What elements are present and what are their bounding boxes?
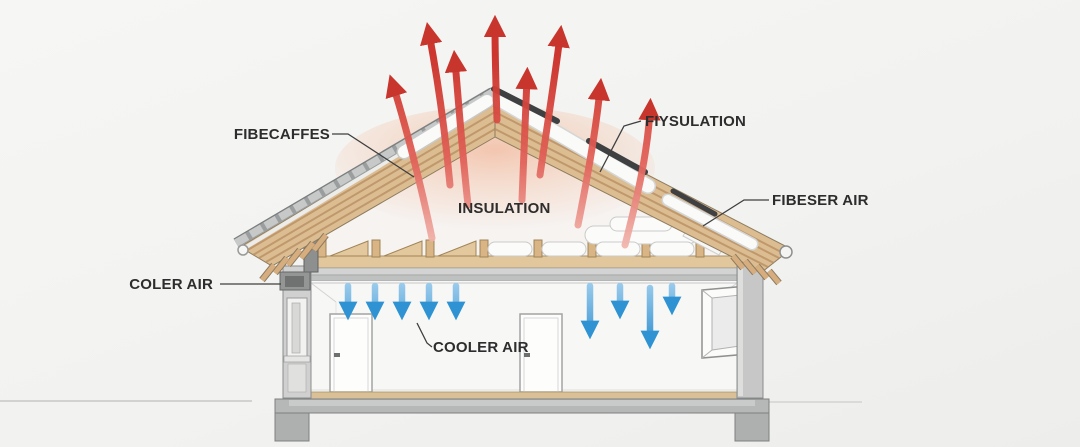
attic-floor-assembly: [282, 216, 764, 282]
hot-air-arrow: [621, 97, 661, 249]
floor-and-foundation: [274, 391, 770, 442]
hot-air-arrow: [515, 66, 538, 204]
gutter-left: [237, 244, 249, 256]
leader-fiysulation: [599, 120, 642, 173]
hot-air-arrow: [483, 14, 507, 124]
label-attic-insulation: INSULATION: [458, 200, 551, 217]
hot-air-arrows: [385, 14, 661, 249]
right-wall: [736, 251, 764, 399]
label-wall-vent: COLER AIR: [129, 276, 213, 293]
footing-left: [274, 412, 310, 442]
hot-air-arrow: [420, 21, 454, 189]
cool-air-arrows: [338, 282, 682, 350]
gutter-right: [779, 245, 793, 259]
left-wall: [279, 239, 319, 399]
ground-line: [0, 400, 862, 403]
left-wall-window: [283, 297, 311, 393]
ceiling-joists: [317, 239, 705, 258]
hot-air-arrow: [444, 49, 472, 209]
footing-right: [734, 412, 770, 442]
door-handle: [524, 353, 530, 357]
wood-floor: [282, 391, 764, 400]
label-roof-tiles: FIBECAFFES: [233, 126, 330, 143]
eave-rafters-right: [730, 253, 782, 286]
label-roof-insulation: FIYSULATION: [645, 113, 747, 130]
leader-lines: [220, 120, 769, 348]
interior-door-right: [519, 313, 563, 393]
leader-fibeser-air: [702, 199, 769, 227]
eave-rafters-left: [259, 232, 329, 283]
hot-air-arrow: [574, 77, 611, 229]
door-handle: [334, 353, 340, 357]
hot-air-arrow: [536, 24, 570, 179]
leader-fibecaffes: [332, 133, 415, 178]
hot-air-arrow: [385, 74, 436, 242]
label-eave-air: FIBESER AIR: [772, 192, 869, 209]
leader-cooler-air: [416, 322, 433, 348]
interior-door-left: [329, 313, 373, 393]
label-room-air: COOLER AIR: [433, 339, 529, 356]
